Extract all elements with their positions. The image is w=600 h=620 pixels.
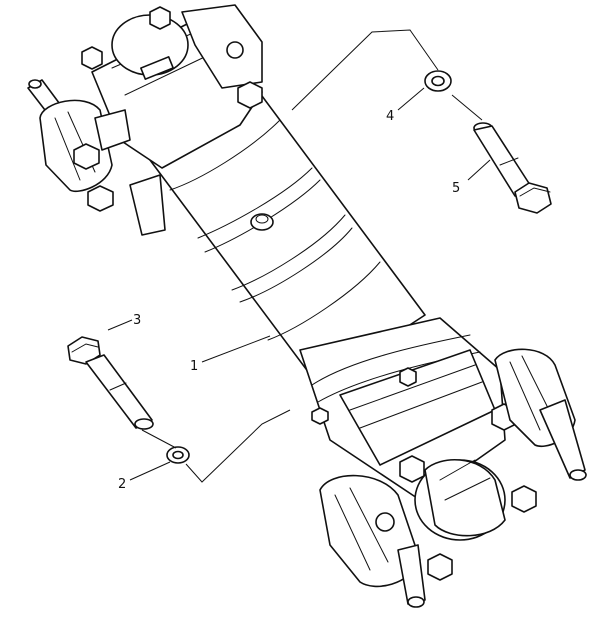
lower-yoke-assembly bbox=[299, 317, 537, 581]
washer-lower bbox=[166, 446, 190, 464]
leader-3-to-2 bbox=[141, 429, 177, 449]
callout-3: 3 bbox=[133, 313, 141, 328]
upper-yoke-assembly bbox=[81, 4, 263, 169]
callout-4: 4 bbox=[386, 109, 394, 124]
lower-right-cap bbox=[494, 348, 587, 481]
leader-2-bracket bbox=[185, 409, 291, 483]
leader-3 bbox=[107, 319, 133, 331]
upper-left-cap bbox=[27, 79, 166, 236]
leader-4-bracket bbox=[291, 29, 439, 111]
leader-5 bbox=[467, 159, 491, 181]
leader-4-to-5 bbox=[451, 94, 483, 121]
bolt-lower bbox=[67, 336, 154, 430]
lower-left-cap bbox=[319, 474, 426, 608]
callout-1: 1 bbox=[190, 359, 198, 374]
leader-1 bbox=[201, 335, 271, 363]
bolt-upper bbox=[473, 122, 552, 214]
callout-2: 2 bbox=[118, 477, 126, 492]
washer-upper bbox=[424, 70, 452, 92]
leader-lines bbox=[107, 29, 491, 483]
leader-4 bbox=[397, 87, 425, 111]
callout-5: 5 bbox=[452, 181, 460, 196]
leader-2 bbox=[129, 461, 171, 481]
